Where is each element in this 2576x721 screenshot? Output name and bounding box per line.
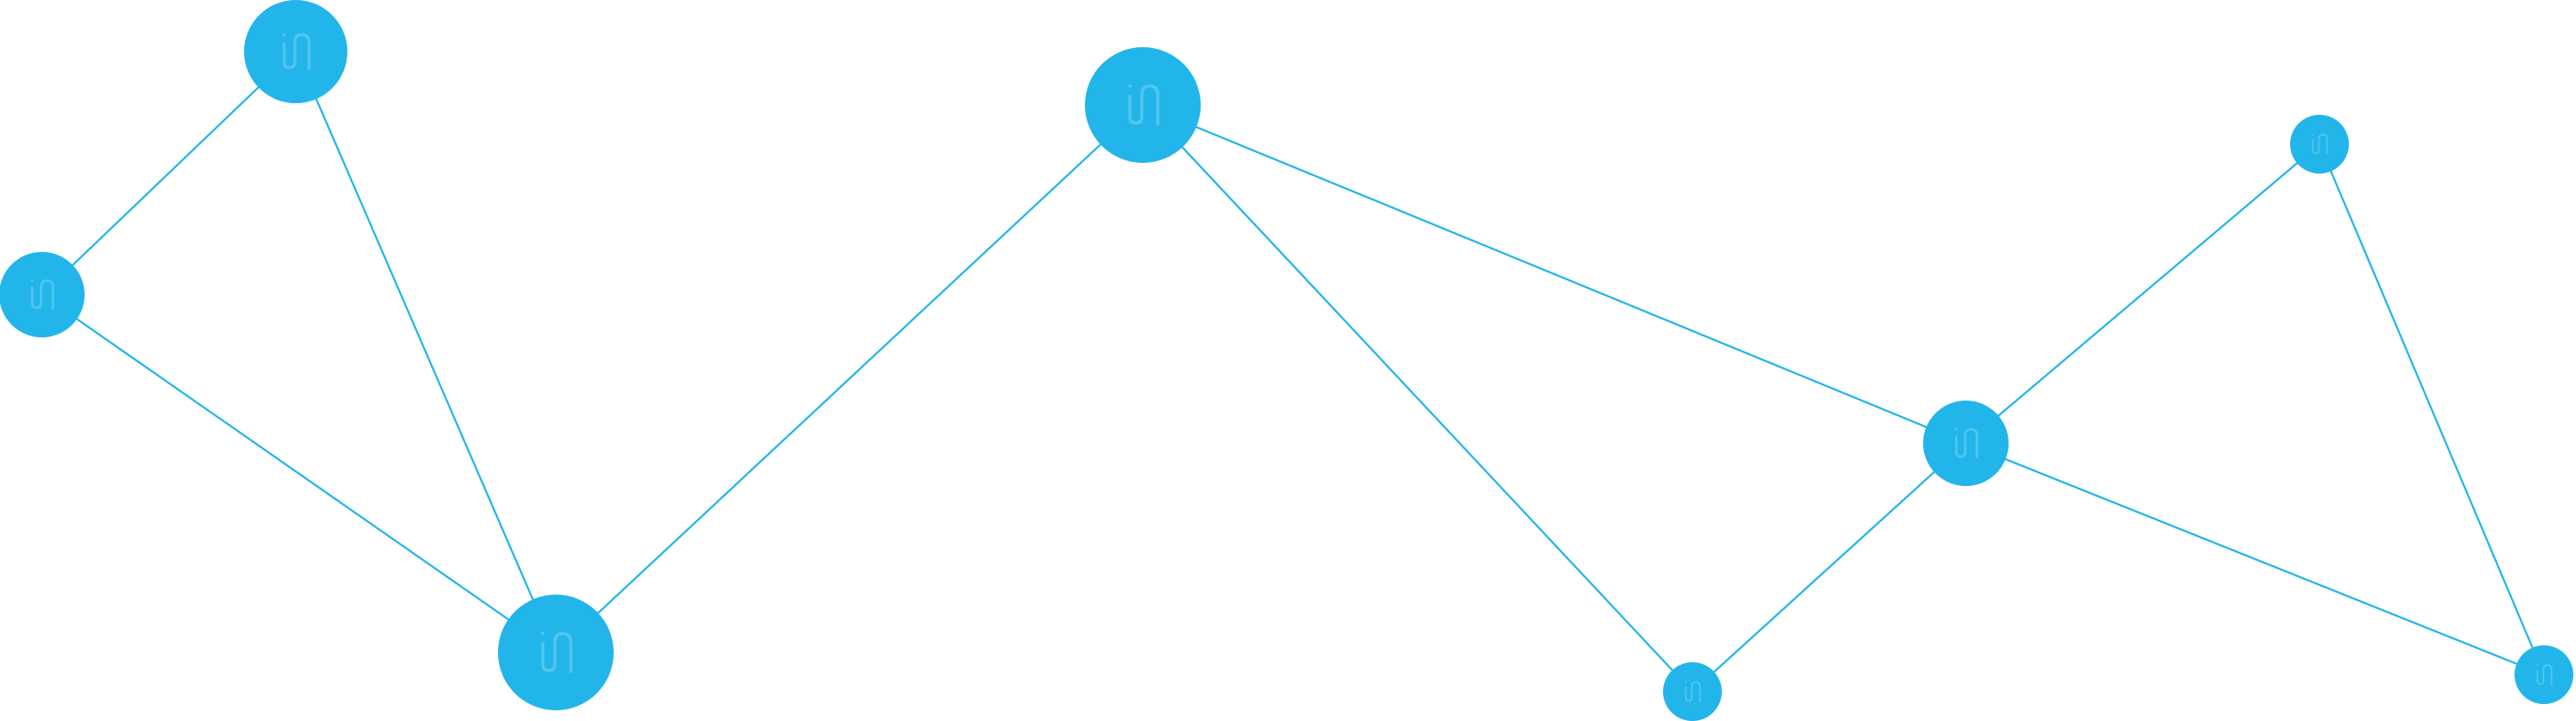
edge-n6-n5 [1692,442,1967,693]
in-logo-icon [1128,84,1160,126]
edge-n2-n3 [294,51,558,653]
node-circle [0,252,85,337]
edge-n3-n4 [555,104,1144,653]
edge-n1-n2 [41,51,297,296]
edge-n4-n5 [1142,104,1693,693]
in-logo-icon [2311,134,2328,155]
edges-layer [41,51,2546,693]
in-logo-icon [282,33,311,70]
node-n4 [1085,47,1201,163]
edge-n4-n6 [1142,103,1967,445]
in-logo-icon [1954,427,1978,459]
edge-n6-n7 [1965,143,2320,444]
edge-n6-n8 [1965,442,2545,676]
node-n8 [2515,645,2573,704]
node-n6 [1923,401,2009,486]
node-n3 [498,595,614,710]
node-n2 [244,0,347,103]
in-logo-icon [1684,681,1701,702]
node-n7 [2290,115,2349,174]
in-logo-icon [30,279,54,311]
node-n5 [1663,662,1722,721]
edge-n7-n8 [2318,143,2546,676]
node-n1 [0,252,85,337]
in-logo-icon [2536,664,2553,685]
in-logo-icon [541,631,573,674]
edge-n1-n3 [41,294,557,653]
